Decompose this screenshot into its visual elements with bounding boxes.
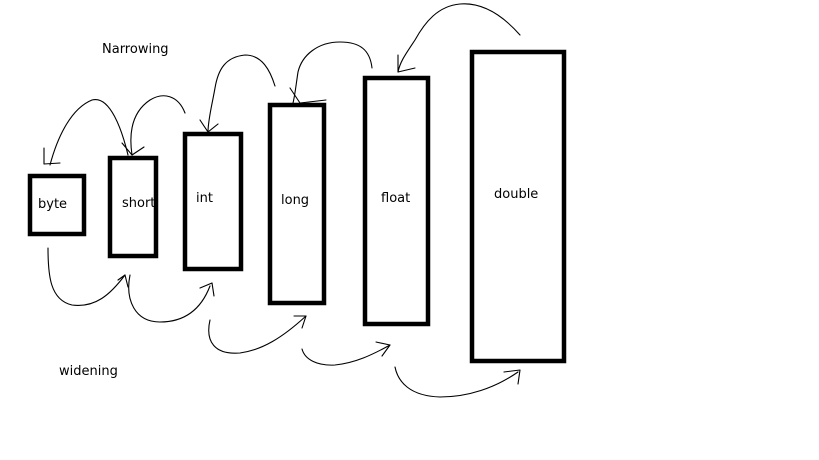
type-label-byte: byte xyxy=(38,197,67,212)
widening-arrow-int-to-long xyxy=(208,315,307,354)
type-box-byte: byte xyxy=(27,173,87,237)
type-label-double: double xyxy=(494,187,538,202)
widening-arrow-float-to-double xyxy=(394,366,521,398)
narrowing-label: Narrowing xyxy=(102,42,169,57)
type-box-short: short xyxy=(107,155,159,259)
widening-arrow-long-to-float xyxy=(301,341,391,366)
type-box-double: double xyxy=(469,49,567,364)
widening-arrow-short-to-int xyxy=(128,274,215,323)
type-box-long: long xyxy=(267,102,327,306)
widening-arrow-byte-to-short xyxy=(47,247,129,306)
type-label-int: int xyxy=(196,191,213,206)
narrowing-arrow-float-to-long xyxy=(289,41,373,104)
type-label-short: short xyxy=(122,196,155,211)
narrowing-arrow-short-to-byte xyxy=(43,99,129,166)
narrowing-arrow-int-to-short xyxy=(121,95,186,156)
type-label-float: float xyxy=(381,191,410,206)
narrowing-arrow-long-to-int xyxy=(199,54,276,133)
type-label-long: long xyxy=(281,193,309,208)
widening-label: widening xyxy=(59,364,118,379)
type-box-float: float xyxy=(362,75,431,327)
type-box-int: int xyxy=(182,131,244,272)
narrowing-arrow-double-to-float xyxy=(397,3,521,73)
